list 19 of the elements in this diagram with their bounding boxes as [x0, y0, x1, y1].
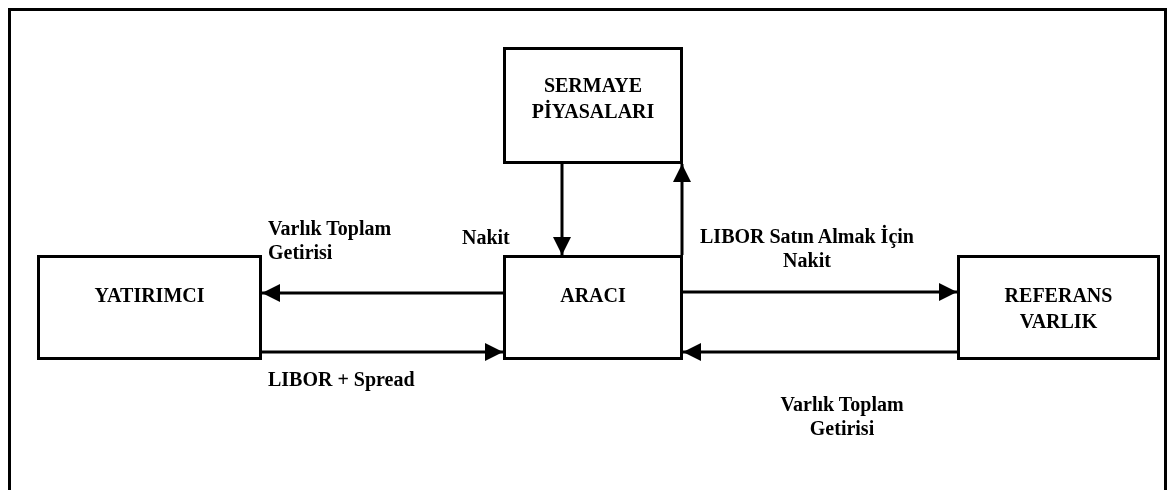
edge-label: LIBOR Satın Almak İçin Nakit — [699, 224, 915, 272]
edge-label: Varlık Toplam Getirisi — [779, 392, 905, 440]
box-label: SERMAYE PİYASALARI — [530, 73, 656, 124]
box-label: REFERANS VARLIK — [1003, 283, 1114, 334]
edge-label: Nakit — [462, 225, 511, 249]
box-label: YATIRIMCI — [93, 283, 206, 308]
arrow — [683, 343, 957, 361]
edge-label: LIBOR + Spread — [268, 367, 416, 391]
entity-box — [503, 47, 683, 164]
entity-box — [503, 255, 683, 360]
arrow — [262, 284, 503, 302]
entity-box — [37, 255, 262, 360]
arrow — [673, 164, 691, 255]
arrow — [262, 343, 503, 361]
box-label: ARACI — [559, 283, 627, 308]
arrow — [683, 283, 957, 301]
arrow — [553, 164, 571, 255]
edge-label: Varlık Toplam Getirisi — [268, 216, 393, 264]
entity-box — [957, 255, 1160, 360]
